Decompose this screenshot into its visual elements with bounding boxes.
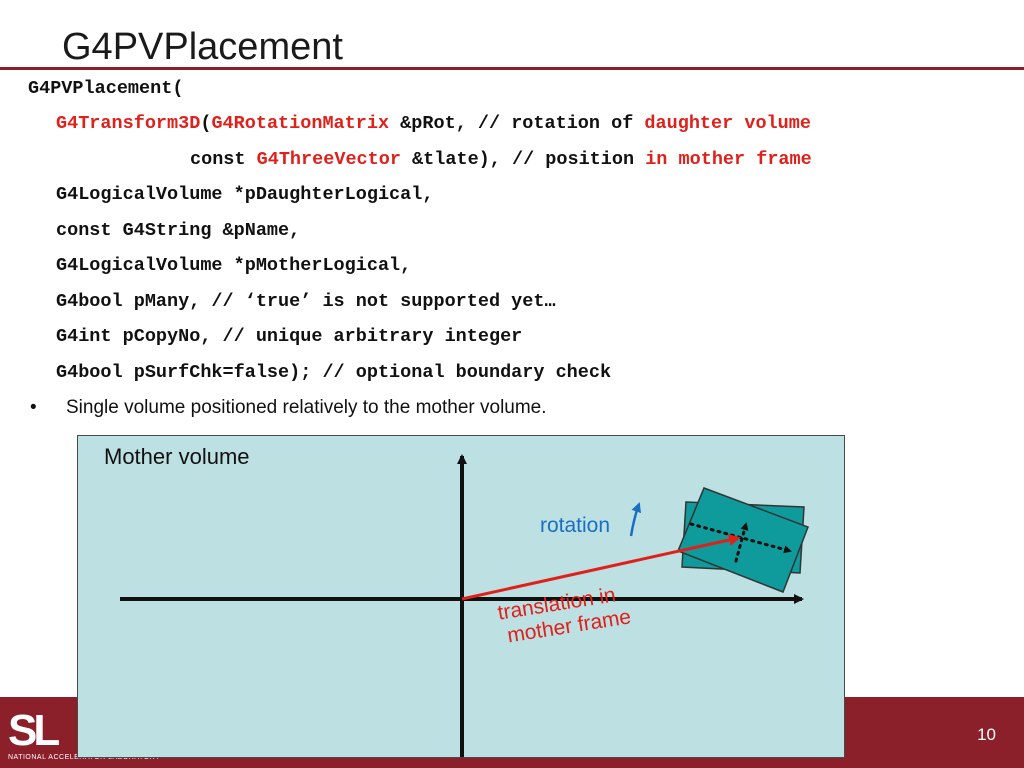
page-number: 10 (977, 725, 996, 744)
daughter-local-y-axis (734, 522, 749, 563)
code-line-9: G4bool pSurfChk=false); // optional boun… (56, 362, 612, 383)
code-line-7: G4bool pMany, // ‘true’ is not supported… (56, 291, 556, 312)
translation-arrow (461, 534, 741, 601)
code-line-3: const G4ThreeVector &tlate), // position… (190, 149, 812, 171)
code-transform3d: G4Transform3D (56, 113, 201, 134)
code-line-8: G4int pCopyNo, // unique arbitrary integ… (56, 326, 523, 347)
mother-volume-label: Mother volume (104, 444, 250, 469)
code-const: const (190, 149, 257, 170)
bullet-text: Single volume positioned relatively to t… (66, 397, 547, 418)
code-line-6: G4LogicalVolume *pMotherLogical, (56, 255, 412, 276)
placement-diagram: Mother volume rotation translation in mo… (77, 435, 845, 758)
diagram-svg (120, 454, 809, 757)
code-line-5: const G4String &pName, (56, 220, 301, 241)
slac-logo: SL (8, 706, 60, 755)
code-prot: &pRot, // rotation of (389, 113, 645, 134)
code-in-mother-frame: in mother frame (645, 149, 812, 170)
code-tlate: &tlate), // position (400, 149, 646, 170)
code-line-1: G4PVPlacement( (28, 78, 184, 99)
title-divider (0, 67, 1024, 70)
slide-title: G4PVPlacement (62, 26, 343, 68)
code-line-2: G4Transform3D(G4RotationMatrix &pRot, //… (56, 113, 811, 135)
code-threevector: G4ThreeVector (256, 149, 401, 170)
code-line-4: G4LogicalVolume *pDaughterLogical, (56, 184, 434, 205)
rotation-label: rotation (540, 514, 611, 537)
bullet-marker: • (30, 397, 37, 418)
code-rotationmatrix: G4RotationMatrix (211, 113, 390, 134)
code-daughter-volume: daughter volume (644, 113, 811, 134)
code-paren: ( (200, 113, 212, 134)
rotation-arrow (629, 502, 642, 537)
